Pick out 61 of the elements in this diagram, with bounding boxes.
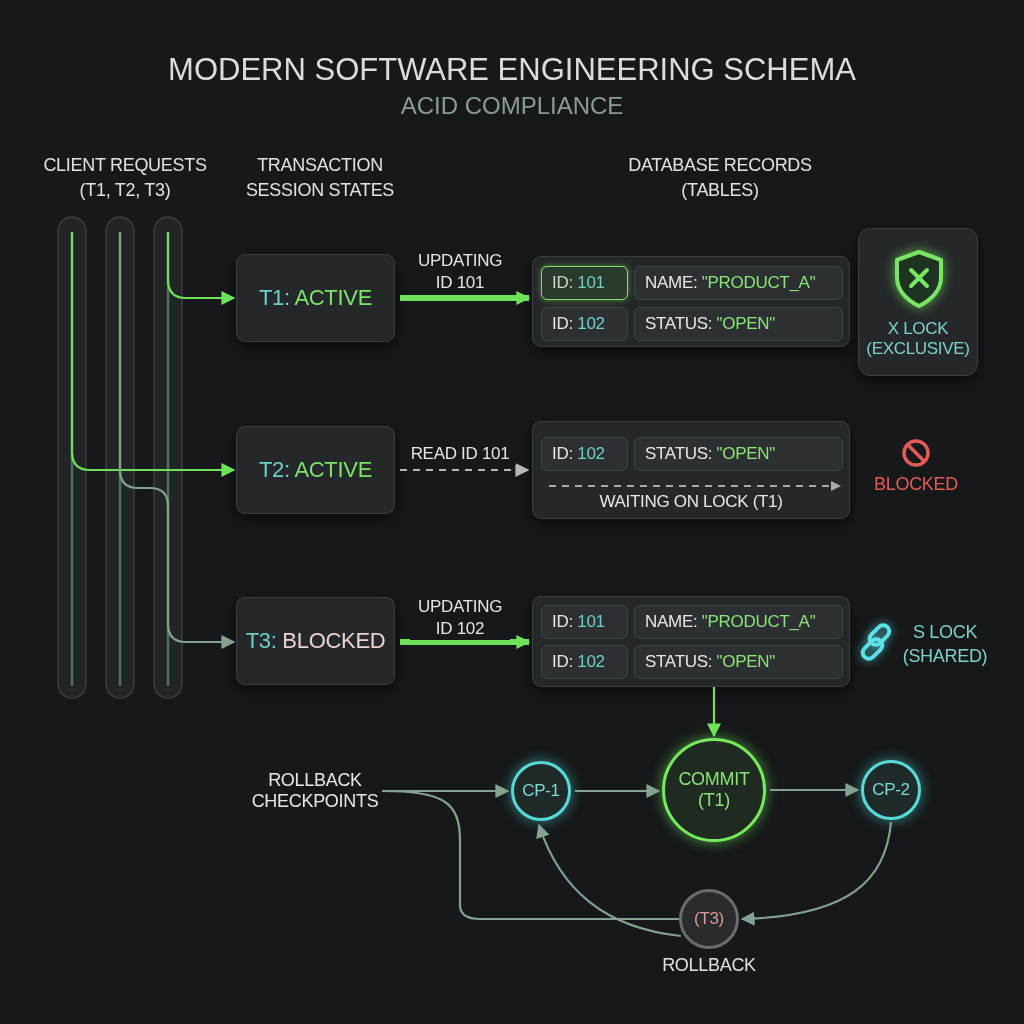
arrow [400, 635, 531, 649]
commit-circle [662, 738, 766, 842]
transaction-state-box [236, 597, 395, 685]
cell-text: ID: 101 [552, 273, 605, 293]
cell-text: STATUS: "OPEN" [645, 314, 776, 334]
diagram-title: MODERN SOFTWARE ENGINEERING SCHEMA [167, 52, 857, 88]
status-text: BLOCKED [873, 474, 959, 495]
arrow [166, 232, 236, 305]
subtitle: ACID COMPLIANCE [399, 92, 625, 120]
table-cell [634, 605, 843, 639]
cell-text: ID: 102 [552, 652, 605, 672]
cell-text: STATUS: "OPEN" [645, 444, 776, 464]
transaction-state-box [236, 254, 395, 342]
cell-text: NAME: "PRODUCT_A" [645, 612, 816, 632]
arrow [118, 232, 236, 649]
record-table [532, 256, 850, 347]
arrow [70, 232, 236, 477]
column-heading: DATABASE RECORDS (TABLES) [627, 154, 813, 202]
transaction-state-box [236, 426, 395, 514]
table-cell [541, 645, 628, 679]
table-cell [541, 437, 628, 471]
cell-text: ID: 102 [552, 314, 605, 334]
arrow [536, 823, 682, 938]
arrow [400, 291, 531, 305]
record-table [532, 421, 850, 519]
record-table [532, 596, 850, 687]
dashed-arrow [399, 463, 530, 477]
arrow [740, 821, 893, 926]
node-label: COMMIT (T1) [677, 769, 751, 811]
column-heading: CLIENT REQUESTS (T1, T2, T3) [42, 154, 208, 202]
table-cell [541, 266, 628, 300]
arrow [575, 784, 661, 798]
cell-text: ID: 102 [552, 444, 605, 464]
table-cell [634, 645, 843, 679]
table-cell [541, 605, 628, 639]
table-cell [634, 437, 843, 471]
checkpoint-circle [861, 760, 921, 820]
lock-panel [858, 228, 978, 376]
node-label: T1: ACTIVE [258, 285, 373, 311]
lock-label: S LOCK (SHARED) [901, 621, 989, 668]
node-label: (T3) [694, 909, 724, 929]
node-label: ROLLBACK CHECKPOINTS [250, 770, 380, 812]
arrow [770, 783, 860, 797]
node-label: T3: BLOCKED [245, 628, 386, 654]
cell-text: STATUS: "OPEN" [645, 652, 776, 672]
node-label: CP-1 [522, 781, 560, 801]
node-label: T2: ACTIVE [258, 457, 373, 483]
cell-text: NAME: "PRODUCT_A" [645, 273, 816, 293]
rollback-circle [679, 889, 739, 949]
table-cell [541, 307, 628, 341]
node-label: X LOCK (EXCLUSIVE) [865, 319, 971, 359]
node-caption: ROLLBACK [661, 955, 757, 976]
node-label: CP-2 [872, 780, 910, 800]
table-cell [634, 307, 843, 341]
table-cell [634, 266, 843, 300]
arrow [707, 687, 721, 738]
node-label: WAITING ON LOCK (T1) [599, 492, 783, 512]
connector-line [382, 789, 679, 921]
checkpoint-circle [511, 761, 571, 821]
cell-text: ID: 101 [552, 612, 605, 632]
column-heading: TRANSACTION SESSION STATES [244, 154, 396, 202]
